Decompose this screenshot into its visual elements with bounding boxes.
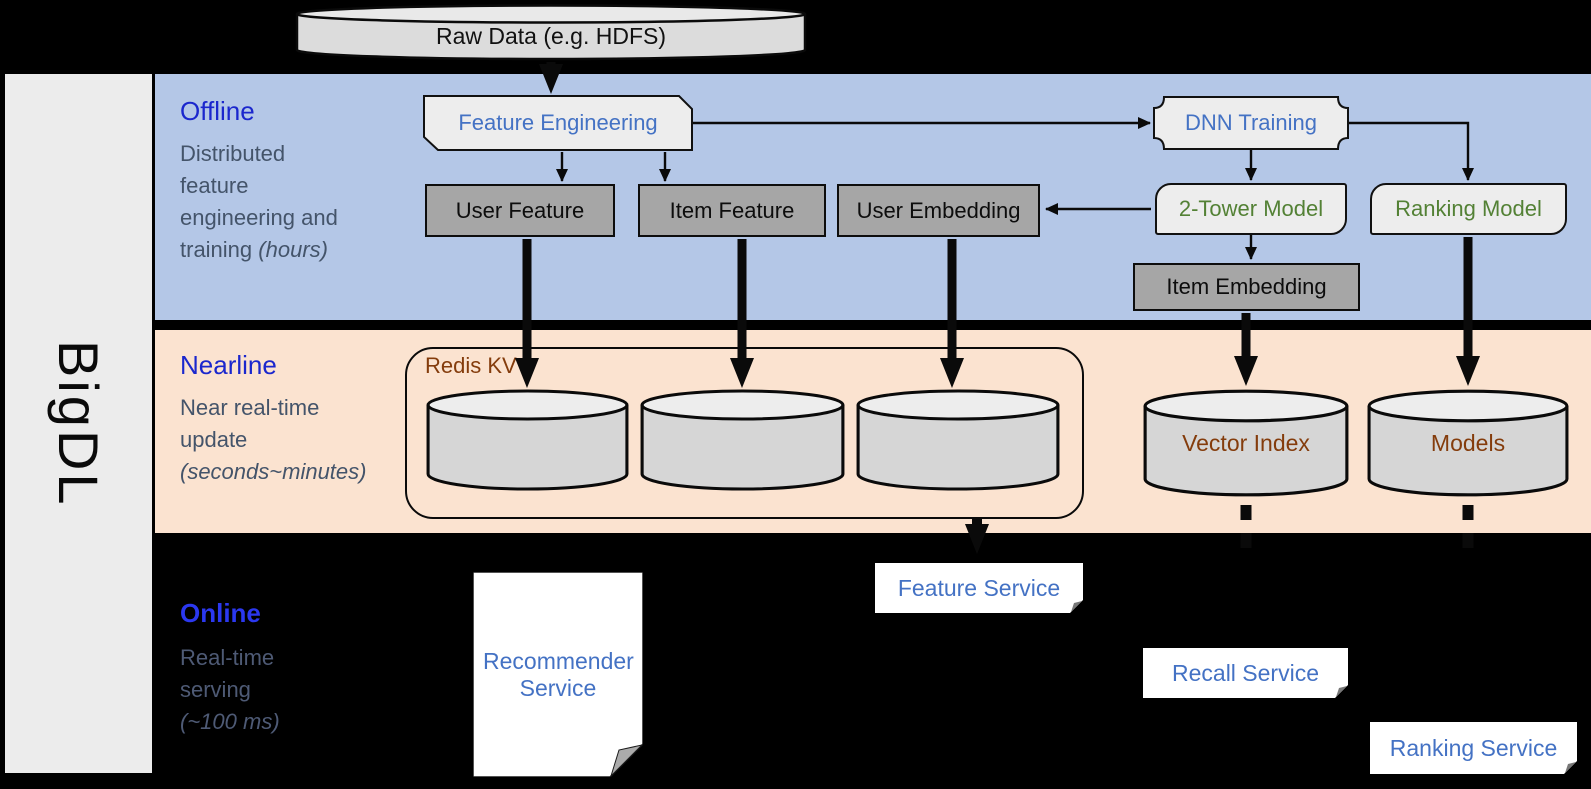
feature-engineering-node: Feature Engineering <box>423 95 693 151</box>
desc-text: feature <box>180 173 249 198</box>
cylinder-shape <box>640 389 845 491</box>
item-feature-label: Item Feature <box>669 197 795 223</box>
desc-line: (seconds~minutes) <box>180 456 366 488</box>
user-feature-node: User Feature <box>425 184 615 237</box>
raw-data-label: Raw Data (e.g. HDFS) <box>435 23 667 49</box>
ranking-service-node: Ranking Service <box>1370 722 1577 774</box>
redis-shard-cylinder <box>855 388 1061 492</box>
desc-line: Near real-time <box>180 392 366 424</box>
two-tower-model-label: 2-Tower Model <box>1178 196 1324 221</box>
item-embedding-node: Item Embedding <box>1133 263 1360 311</box>
vector-index-store: Vector Index <box>1142 388 1350 498</box>
cylinder-shape <box>295 4 807 61</box>
desc-text: Near real-time <box>180 395 320 420</box>
feature-service-label: Feature Service <box>897 574 1061 601</box>
models-label: Models <box>1430 429 1506 456</box>
redis-shard-cylinder <box>425 388 630 492</box>
user-embedding-label: User Embedding <box>856 197 1021 223</box>
desc-text: engineering and <box>180 205 338 230</box>
bigdl-sidebar: BigDL <box>5 74 152 773</box>
redis-kv-label: Redis KV <box>425 353 517 378</box>
vector-index-label: Vector Index <box>1182 429 1310 456</box>
desc-line: Real-time <box>180 642 280 674</box>
desc-italic: (~100 ms) <box>180 709 280 734</box>
cylinder-shape <box>426 389 629 491</box>
bigdl-label: BigDL <box>47 339 110 508</box>
two-tower-model-node: 2-Tower Model <box>1155 183 1347 235</box>
desc-italic: (seconds~minutes) <box>180 459 367 484</box>
desc-text: serving <box>180 677 251 702</box>
desc-line: training (hours) <box>180 234 338 266</box>
desc-text: Real-time <box>180 645 275 670</box>
ranking-service-label: Ranking Service <box>1389 734 1558 761</box>
online-title: Online <box>180 598 261 628</box>
feature-engineering-label: Feature Engineering <box>458 110 658 135</box>
recommender-service-node: Recommender Service <box>473 572 643 777</box>
desc-italic: (hours) <box>258 237 328 262</box>
page-shape <box>875 563 1083 613</box>
desc-text: update <box>180 427 248 452</box>
recommender-service-label: Recommender Service <box>483 647 634 701</box>
desc-line: feature <box>180 170 338 202</box>
online-description: Real-time serving (~100 ms) <box>180 642 280 738</box>
cylinder-shape <box>1143 389 1349 497</box>
recall-service-node: Recall Service <box>1143 648 1348 698</box>
desc-line: engineering and <box>180 202 338 234</box>
desc-text: Distributed <box>180 141 286 166</box>
chamfer-shape <box>423 95 693 151</box>
nearline-title: Nearline <box>180 350 277 380</box>
recall-service-label: Recall Service <box>1172 659 1319 686</box>
offline-description: Distributed feature engineering and trai… <box>180 138 338 266</box>
ranking-model-label: Ranking Model <box>1395 196 1542 221</box>
plaque-shape <box>1153 96 1349 150</box>
ranking-model-node: Ranking Model <box>1370 183 1567 235</box>
cylinder-shape <box>1367 389 1569 497</box>
desc-line: update <box>180 424 366 456</box>
dnn-training-label: DNN Training <box>1184 110 1318 135</box>
desc-text: training <box>180 237 259 262</box>
desc-line: Distributed <box>180 138 338 170</box>
redis-shard-cylinder <box>639 388 846 492</box>
cylinder-shape <box>856 389 1060 491</box>
page-shape <box>1370 722 1577 774</box>
desc-line: (~100 ms) <box>180 706 280 738</box>
desc-line: serving <box>180 674 280 706</box>
user-embedding-node: User Embedding <box>837 184 1040 237</box>
item-feature-node: Item Feature <box>638 184 826 237</box>
raw-data-store: Raw Data (e.g. HDFS) <box>295 3 807 63</box>
item-embedding-label: Item Embedding <box>1166 274 1327 299</box>
page-shape <box>473 572 643 777</box>
feature-service-node: Feature Service <box>875 563 1083 613</box>
dnn-training-node: DNN Training <box>1153 96 1349 150</box>
page-shape <box>1143 648 1348 698</box>
offline-title: Offline <box>180 96 255 126</box>
nearline-description: Near real-time update (seconds~minutes) <box>180 392 366 488</box>
user-feature-label: User Feature <box>455 197 585 223</box>
models-store: Models <box>1366 388 1570 498</box>
